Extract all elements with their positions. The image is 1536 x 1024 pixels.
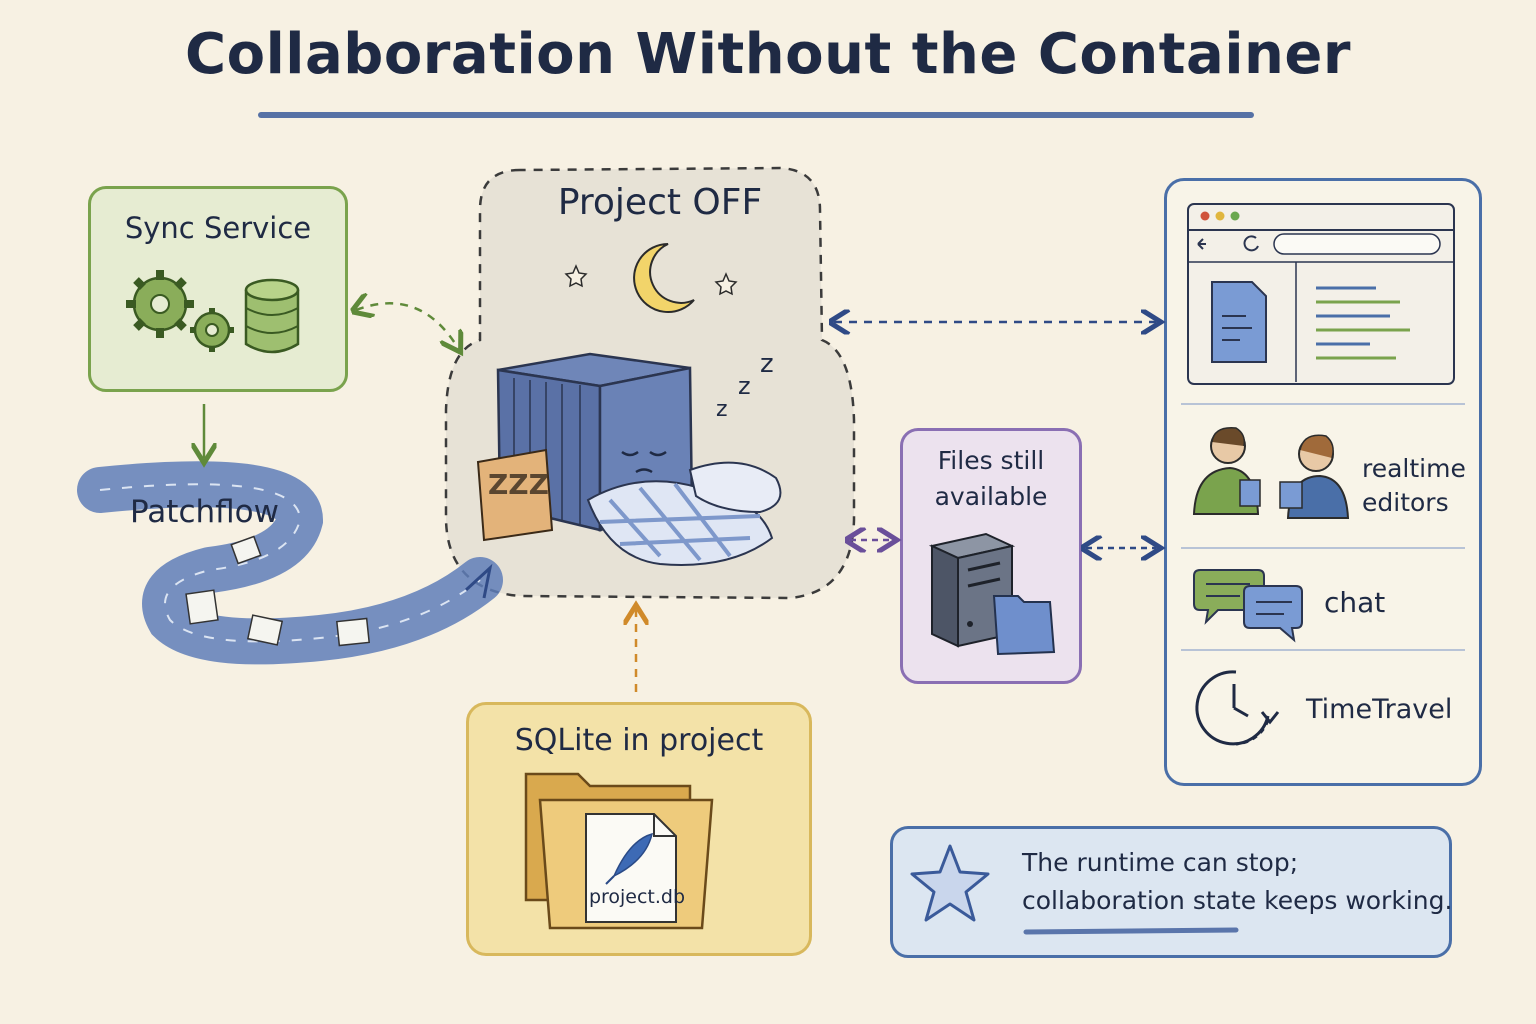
project-db-label: project.db: [588, 886, 686, 908]
chat-bubbles-icon: [1193, 569, 1303, 643]
sync-service-box: Sync Service: [88, 186, 348, 392]
divider: [1181, 547, 1465, 549]
note-underline: [1023, 927, 1239, 935]
star-icon: [910, 844, 990, 922]
divider: [1181, 403, 1465, 405]
page-title: Collaboration Without the Container: [185, 22, 1351, 87]
container-icon: [496, 352, 694, 532]
files-box: Files still available: [900, 428, 1082, 684]
files-label-line1: Files still: [937, 446, 1045, 475]
zzz-text: z: [760, 349, 774, 379]
feather-icon: [605, 832, 654, 885]
project-label: Project OFF: [557, 182, 763, 223]
patchflow-label: Patchflow: [130, 494, 279, 530]
zzz-text: z: [716, 397, 728, 422]
zzz-text: z: [738, 372, 751, 400]
folder-icon: [992, 595, 1056, 656]
browser-window-icon: [1187, 203, 1455, 385]
blanket-icon: [586, 480, 774, 566]
title-underline: [258, 112, 1254, 118]
zzz-sign-text: ZZZ: [488, 468, 549, 501]
sync-service-label: Sync Service: [124, 211, 312, 245]
files-label: Files still available: [903, 443, 1079, 515]
moon-icon: [633, 243, 695, 313]
note-line-2: collaboration state keeps working.: [1022, 886, 1453, 915]
star-icon: [714, 272, 738, 296]
river-arrow: [464, 563, 493, 599]
project-boundary: [444, 166, 856, 600]
realtime-editors-line1: realtime: [1362, 454, 1466, 483]
clock-history-icon: [1195, 670, 1280, 746]
pillow-icon: [688, 461, 782, 514]
divider: [1181, 649, 1465, 651]
people-icon: [1192, 427, 1350, 519]
note-line-1: The runtime can stop;: [1022, 848, 1299, 877]
sync-project-arrow: [356, 303, 458, 348]
chat-label: chat: [1324, 586, 1386, 619]
sqlite-label: SQLite in project: [514, 723, 764, 758]
timetravel-label: TimeTravel: [1306, 694, 1453, 725]
files-label-line2: available: [934, 482, 1048, 511]
server-icon: [928, 532, 1016, 648]
sqlite-box: SQLite in project: [466, 702, 812, 956]
star-icon: [564, 264, 588, 288]
realtime-editors-label: realtime editors: [1362, 452, 1466, 520]
realtime-editors-line2: editors: [1362, 488, 1449, 517]
